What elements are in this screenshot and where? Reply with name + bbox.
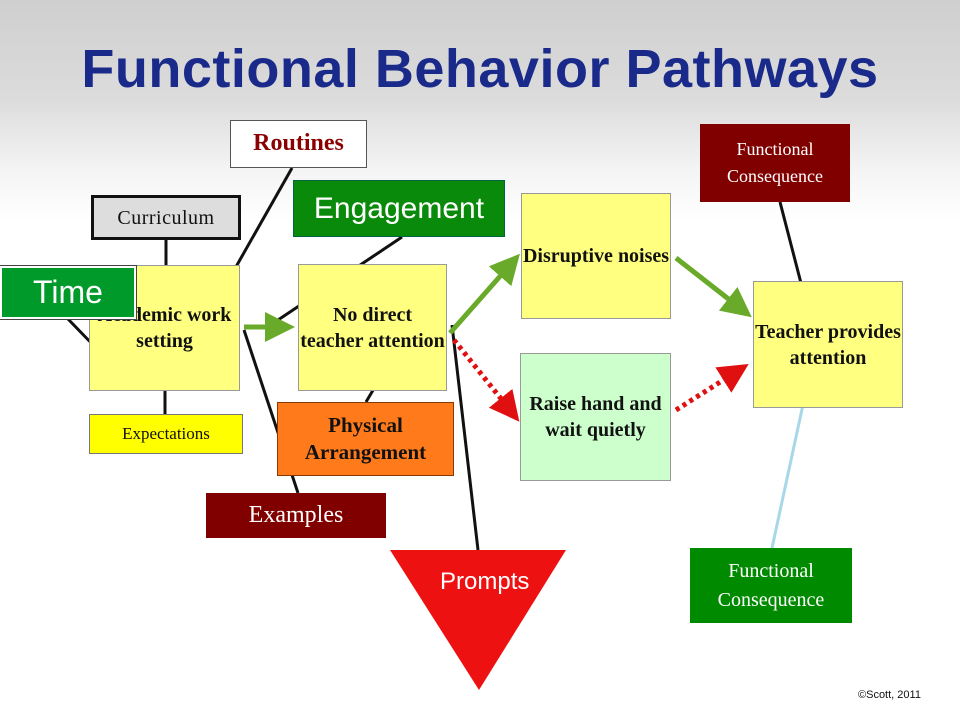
node-teacher-label: Teacher provides attention bbox=[755, 320, 901, 369]
node-teacher-provides-attention: Teacher provides attention bbox=[753, 281, 903, 408]
node-no-direct-label: No direct teacher attention bbox=[300, 303, 445, 352]
connector-fc-bottom bbox=[770, 399, 806, 549]
label-prompts: Prompts bbox=[440, 568, 530, 595]
node-disruptive-label: Disruptive noises bbox=[522, 245, 670, 267]
node-disruptive-noises: Disruptive noises bbox=[521, 193, 671, 319]
label-curriculum: Curriculum bbox=[91, 195, 241, 240]
connector-fc-top bbox=[778, 201, 804, 288]
arrow-raise-to-teacher bbox=[674, 363, 749, 413]
node-raise-hand-label: Raise hand and wait quietly bbox=[529, 393, 662, 441]
arrow-disruptive-to-teacher bbox=[674, 256, 752, 318]
copyright-credit: ©Scott, 2011 bbox=[858, 689, 921, 701]
label-engagement: Engagement bbox=[293, 180, 505, 237]
page-title: Functional Behavior Pathways bbox=[81, 39, 879, 99]
label-physical-arrangement: Physical Arrangement bbox=[277, 402, 454, 476]
label-expectations: Expectations bbox=[89, 414, 243, 454]
arrow-nodirect-to-disruptive bbox=[448, 253, 520, 335]
label-routines: Routines bbox=[230, 120, 367, 168]
label-examples: Examples bbox=[206, 493, 386, 538]
node-raise-hand: Raise hand and wait quietly bbox=[520, 353, 671, 481]
label-time: Time bbox=[0, 265, 137, 320]
prompts-triangle bbox=[390, 550, 566, 690]
label-functional-consequence-top: Functional Consequence bbox=[700, 124, 850, 202]
connector-prompts bbox=[450, 324, 480, 551]
node-no-direct-teacher-attention: No direct teacher attention bbox=[298, 264, 447, 391]
arrow-nodirect-to-raise bbox=[452, 338, 520, 422]
label-functional-consequence-bottom: Functional Consequence bbox=[690, 548, 852, 623]
